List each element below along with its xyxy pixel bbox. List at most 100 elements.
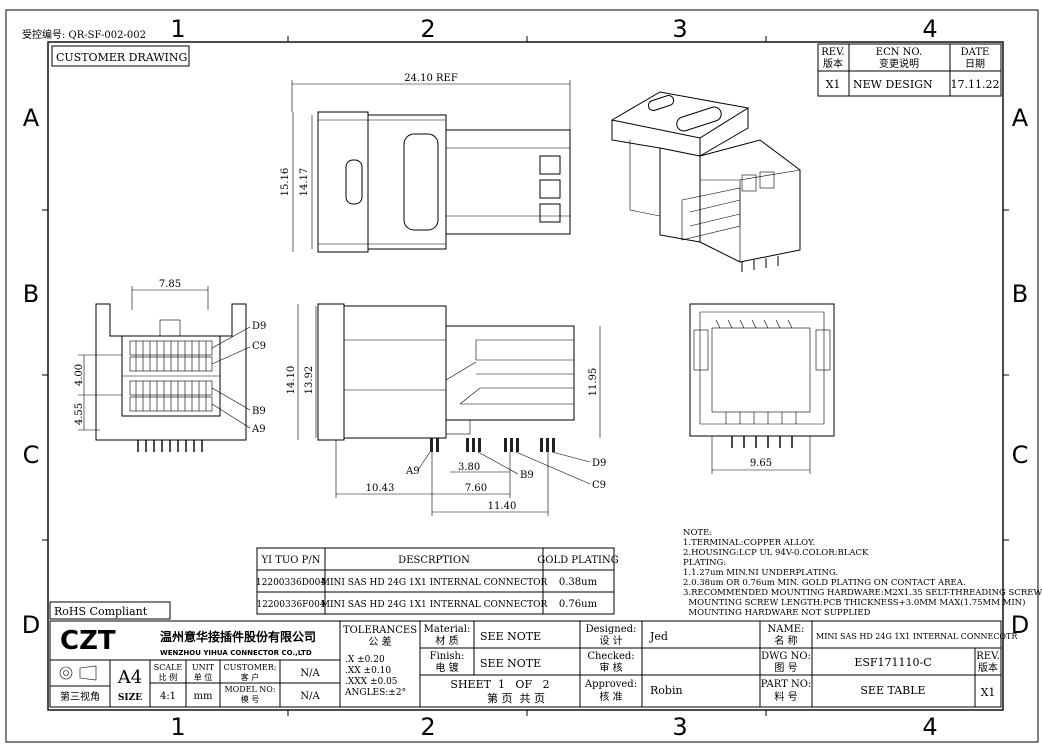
material-value: SEE NOTE — [480, 630, 541, 643]
note-line-2: 2.HOUSING:LCP UL 94V-0.COLOR:BLACK — [683, 548, 869, 558]
unit-value: mm — [194, 691, 213, 702]
designed-label-cn: 设 计 — [599, 634, 622, 647]
notes-title: NOTE: — [683, 528, 712, 538]
approved-value: Robin — [650, 684, 683, 697]
grid-row-c-right: C — [1012, 441, 1029, 469]
unit-label-cn: 单 位 — [194, 672, 213, 682]
drawing-type-box — [51, 45, 190, 67]
top-view: 24.10 REF 15.16 14.17 — [280, 73, 571, 253]
ecn-header: ECN NO. — [876, 47, 922, 58]
grid-col-1-top: 1 — [170, 15, 185, 43]
part-row-1-pn: 12200336D004 — [256, 578, 326, 588]
tolerance-xxx: .XXX ±0.05 — [345, 677, 398, 687]
sheet-number: SHEET 1 OF 2 — [450, 678, 549, 691]
dim-side-right-height: 11.95 — [588, 368, 599, 397]
date-header: DATE — [961, 47, 990, 58]
front-label-b9: B9 — [252, 406, 266, 417]
material-label: Material: — [424, 624, 471, 635]
rohs-label: RoHS Compliant — [54, 605, 148, 618]
note-line-8: MOUNTING HARDWARE NOT SUPPLIED — [683, 608, 871, 618]
tolerance-angle: ANGLES:±2° — [344, 688, 406, 698]
rev-header: REV. — [821, 47, 844, 58]
drawing-type: CUSTOMER DRAWING — [56, 51, 187, 64]
sheet-frame — [5, 9, 1039, 743]
designed-value: Jed — [649, 630, 668, 643]
grid-row-d-left: D — [22, 611, 40, 639]
part-row-1-plating: 0.38um — [559, 577, 598, 588]
dim-offset-a: 10.43 — [366, 483, 395, 494]
dim-top-height-inner: 14.17 — [299, 168, 310, 197]
front-label-d9: D9 — [252, 321, 266, 332]
customer-label: CUSTOMER: — [224, 663, 277, 672]
note-line-5: 2.0.38um OR 0.76um MIN. GOLD PLATING ON … — [683, 578, 966, 588]
grid-row-d-right: D — [1011, 611, 1029, 639]
note-line-4: 1.1.27um MIN.NI UNDERPLATING. — [683, 568, 838, 578]
note-line-6: 3.RECOMMENDED MOUNTING HARDWARE:M2X1.35 … — [683, 588, 1042, 598]
finish-label-cn: 电 镀 — [435, 661, 458, 674]
rev-value-title: X1 — [981, 686, 996, 699]
approved-label: Approved: — [584, 679, 637, 690]
scale-value: 4:1 — [160, 691, 176, 702]
size-label: SIZE — [118, 693, 142, 703]
dim-top-height-outer: 15.16 — [280, 168, 291, 197]
customer-value: N/A — [300, 668, 320, 679]
designed-label: Designed: — [586, 624, 637, 635]
partno-label-cn: 料 号 — [774, 690, 797, 703]
finish-value: SEE NOTE — [480, 657, 541, 670]
name-label-cn: 名 称 — [774, 634, 797, 647]
dim-front-lower: 4.55 — [74, 403, 85, 425]
front-label-c9: C9 — [252, 341, 266, 352]
partno-label: PART NO: — [761, 679, 812, 690]
scale-label-cn: 比 例 — [159, 672, 178, 682]
grid-col-3-bottom: 3 — [672, 713, 687, 741]
model-label-cn: 模 号 — [241, 694, 260, 704]
title-block: CZT 温州意华接插件股份有限公司 WENZHOU YIHUA CONNECTO… — [49, 620, 1018, 708]
side-view: 14.10 13.92 11.95 3.80 10.43 7.60 11.40 … — [286, 303, 606, 516]
company-name-cn: 温州意华接插件股份有限公司 — [160, 629, 316, 644]
side-label-b9: B9 — [520, 470, 534, 481]
grid-row-b-left: B — [23, 280, 39, 308]
isometric-view — [610, 91, 801, 272]
ecn-value: NEW DESIGN — [853, 78, 933, 91]
projection-label: 第三视角 — [60, 690, 100, 703]
date-header-cn: 日期 — [965, 58, 985, 70]
dim-offset-c: 11.40 — [488, 501, 517, 512]
part-row-2-desc: MINI SAS HD 24G 1X1 INTERNAL CONNECTOR — [321, 600, 548, 610]
dwg-label-cn: 图 号 — [774, 662, 797, 674]
dwg-label: DWG NO: — [761, 651, 811, 662]
part-row-2-pn: 12200336F004 — [256, 600, 326, 610]
rev-value: X1 — [826, 78, 841, 91]
scale-label: SCALE — [154, 663, 183, 672]
model-value: N/A — [300, 691, 320, 702]
tolerances-label-cn: 公 差 — [368, 635, 391, 648]
notes-block: NOTE: 1.TERMINAL:COPPER ALLOY. 2.HOUSING… — [683, 528, 1042, 618]
revision-table: REV. 版本 ECN NO. 变更说明 DATE 日期 X1 NEW DESI… — [817, 43, 1002, 97]
dwg-value: ESF171110-C — [854, 656, 931, 669]
part-header-pn: YI TUO P/N — [260, 555, 320, 566]
dim-front-upper: 4.00 — [74, 364, 85, 386]
rev-header-cn: 版本 — [823, 57, 843, 70]
size-value: A4 — [117, 667, 142, 688]
approved-label-cn: 核 准 — [599, 690, 622, 703]
unit-label: UNIT — [192, 663, 215, 672]
sheet-number-cn: 第 页 共 页 — [487, 691, 545, 705]
date-value: 17.11.22 — [951, 78, 1000, 91]
grid-row-a-right: A — [1012, 104, 1029, 132]
company-logo: CZT — [60, 626, 116, 656]
side-label-d9: D9 — [592, 458, 606, 469]
grid-row-c-left: C — [23, 441, 40, 469]
front-view: 7.85 4.00 4.55 D9 C9 B9 A9 — [74, 279, 266, 452]
checked-label: Checked: — [587, 651, 634, 662]
finish-label: Finish: — [430, 651, 465, 662]
tolerance-xx: .XX ±0.10 — [345, 666, 391, 676]
customer-label-cn: 客 户 — [241, 672, 260, 682]
projection-symbol-icon — [59, 666, 73, 680]
dim-top-length: 24.10 REF — [404, 73, 458, 84]
dim-side-height-outer: 14.10 — [286, 366, 297, 395]
dim-offset-b: 7.60 — [465, 483, 487, 494]
dim-side-height-inner: 13.92 — [304, 366, 315, 395]
checked-label-cn: 审 核 — [599, 661, 622, 674]
rear-view: 9.65 — [689, 303, 835, 474]
dim-rear-width: 9.65 — [750, 458, 772, 469]
